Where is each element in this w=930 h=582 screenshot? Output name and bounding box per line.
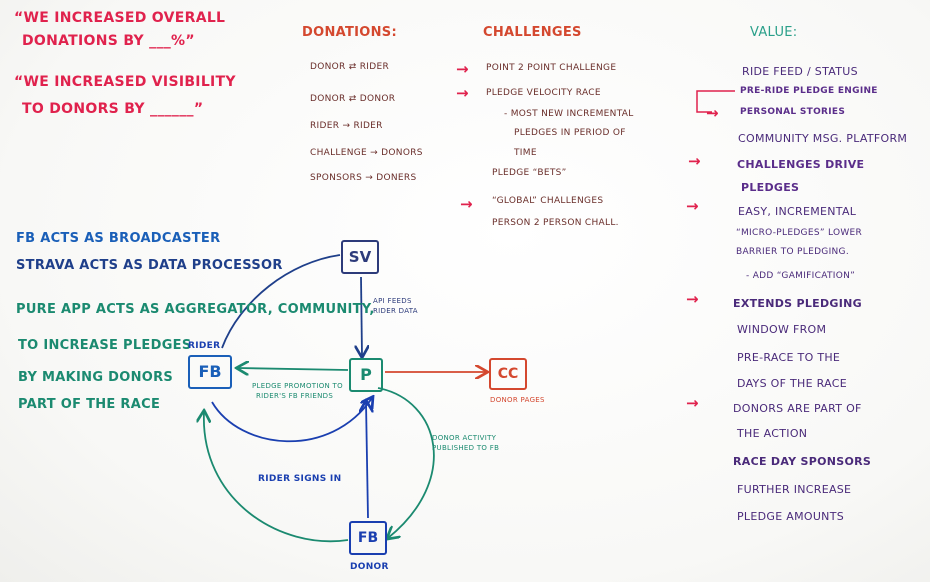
value-item: EXTENDS PLEDGING: [733, 297, 862, 310]
challenge-item: “GLOBAL” CHALLENGES: [492, 196, 604, 206]
value-item: FURTHER INCREASE: [737, 483, 852, 496]
value-item: THE ACTION: [737, 427, 808, 440]
value-item: PLEDGE AMOUNTS: [737, 510, 845, 523]
red-arrow-icon: →: [460, 195, 473, 213]
api-feeds-label-2: RIDER DATA: [373, 307, 418, 315]
challenge-item: PLEDGES IN PERIOD OF: [514, 128, 626, 138]
red-arrow-icon: →: [688, 152, 701, 170]
rider-signs-in-label: RIDER SIGNS IN: [258, 474, 342, 484]
p-node: P: [349, 358, 383, 392]
red-arrow-icon: →: [456, 84, 469, 102]
role-strava: STRAVA ACTS AS DATA PROCESSOR: [16, 258, 283, 273]
challenge-item: POINT 2 POINT CHALLENGE: [486, 63, 617, 73]
challenge-item: PERSON 2 PERSON CHALL.: [492, 218, 619, 228]
value-item: PRE-RIDE PLEDGE ENGINE: [740, 86, 878, 96]
red-arrow-icon: →: [686, 197, 699, 215]
value-item: - ADD “GAMIFICATION”: [746, 271, 856, 281]
value-header: VALUE:: [750, 25, 798, 40]
challenge-item: PLEDGE “BETS”: [492, 168, 567, 178]
value-item: WINDOW FROM: [737, 323, 827, 336]
cc-node: CC: [489, 358, 527, 390]
value-item: PRE-RACE TO THE: [737, 351, 841, 364]
red-arrow-icon: →: [456, 60, 469, 78]
challenge-item: TIME: [514, 148, 537, 158]
role-fb: FB ACTS AS BROADCASTER: [16, 231, 221, 246]
value-item: DAYS OF THE RACE: [737, 377, 848, 390]
value-item: BARRIER TO PLEDGING.: [736, 247, 849, 257]
value-bracket: [696, 90, 735, 113]
role-pure-1: PURE APP ACTS AS AGGREGATOR, COMMUNITY,: [16, 302, 375, 317]
value-item: CHALLENGES DRIVE: [737, 158, 865, 171]
value-item: DONORS ARE PART OF: [733, 402, 862, 415]
challenges-header: CHALLENGES: [483, 25, 582, 40]
donor-pages-label: DONOR PAGES: [490, 396, 545, 404]
value-item: EASY, INCREMENTAL: [738, 205, 857, 218]
p-to-fb-donor-curve: [377, 387, 435, 538]
role-pure-3: BY MAKING DONORS: [18, 370, 174, 385]
pledge-promo-label-1: PLEDGE PROMOTION TO: [252, 382, 343, 390]
value-item: PERSONAL STORIES: [740, 107, 846, 117]
goal-line-1: “WE INCREASED OVERALL: [14, 10, 226, 26]
value-item: PLEDGES: [741, 181, 800, 194]
donation-item: RIDER → RIDER: [310, 121, 383, 131]
goal-line-3: “WE INCREASED VISIBILITY: [14, 74, 236, 90]
challenge-item: PLEDGE VELOCITY RACE: [486, 88, 601, 98]
value-item: COMMUNITY MSG. PLATFORM: [738, 132, 908, 145]
fb-donor-to-fb-rider-curve: [204, 412, 349, 543]
goal-line-2: DONATIONS BY ___%”: [22, 33, 195, 49]
donor-activity-label-2: PUBLISHED TO FB: [432, 444, 500, 452]
value-item: RACE DAY SPONSORS: [733, 455, 872, 468]
donations-header: DONATIONS:: [302, 25, 397, 40]
donation-item: DONOR ⇄ RIDER: [310, 62, 390, 72]
rider-label: RIDER: [188, 341, 221, 351]
fb-donor-node: FB: [349, 521, 387, 555]
donation-item: DONOR ⇄ DONOR: [310, 94, 396, 104]
sv-node: SV: [341, 240, 379, 274]
fb-rider-node: FB: [188, 355, 232, 389]
role-pure-2: TO INCREASE PLEDGES: [18, 338, 192, 353]
value-item: RIDE FEED / STATUS: [742, 65, 858, 78]
red-arrow-icon: →: [686, 290, 699, 308]
pledge-promo-label-2: RIDER'S FB FRIENDS: [256, 392, 334, 400]
donor-activity-label-1: DONOR ACTIVITY: [432, 434, 497, 442]
red-arrow-icon: →: [686, 394, 699, 412]
role-pure-4: PART OF THE RACE: [18, 397, 161, 412]
value-item: “MICRO-PLEDGES” LOWER: [736, 228, 863, 238]
p-to-fb-rider-arrow: [238, 368, 349, 370]
rider-signs-in-curve: [211, 398, 372, 443]
api-feeds-label-1: API FEEDS: [373, 297, 412, 305]
sv-to-p-arrow: [361, 276, 362, 356]
donor-label: DONOR: [350, 562, 389, 572]
challenge-item: - MOST NEW INCREMENTAL: [504, 109, 634, 119]
donation-item: SPONSORS → DONERS: [310, 173, 417, 183]
red-arrow-icon: →: [706, 104, 719, 122]
sv-to-fb-rider-curve: [221, 254, 341, 349]
fb-donor-to-p-arrow: [366, 402, 368, 519]
donation-item: CHALLENGE → DONORS: [310, 148, 423, 158]
goal-line-4: TO DONORS BY ______”: [22, 101, 204, 117]
